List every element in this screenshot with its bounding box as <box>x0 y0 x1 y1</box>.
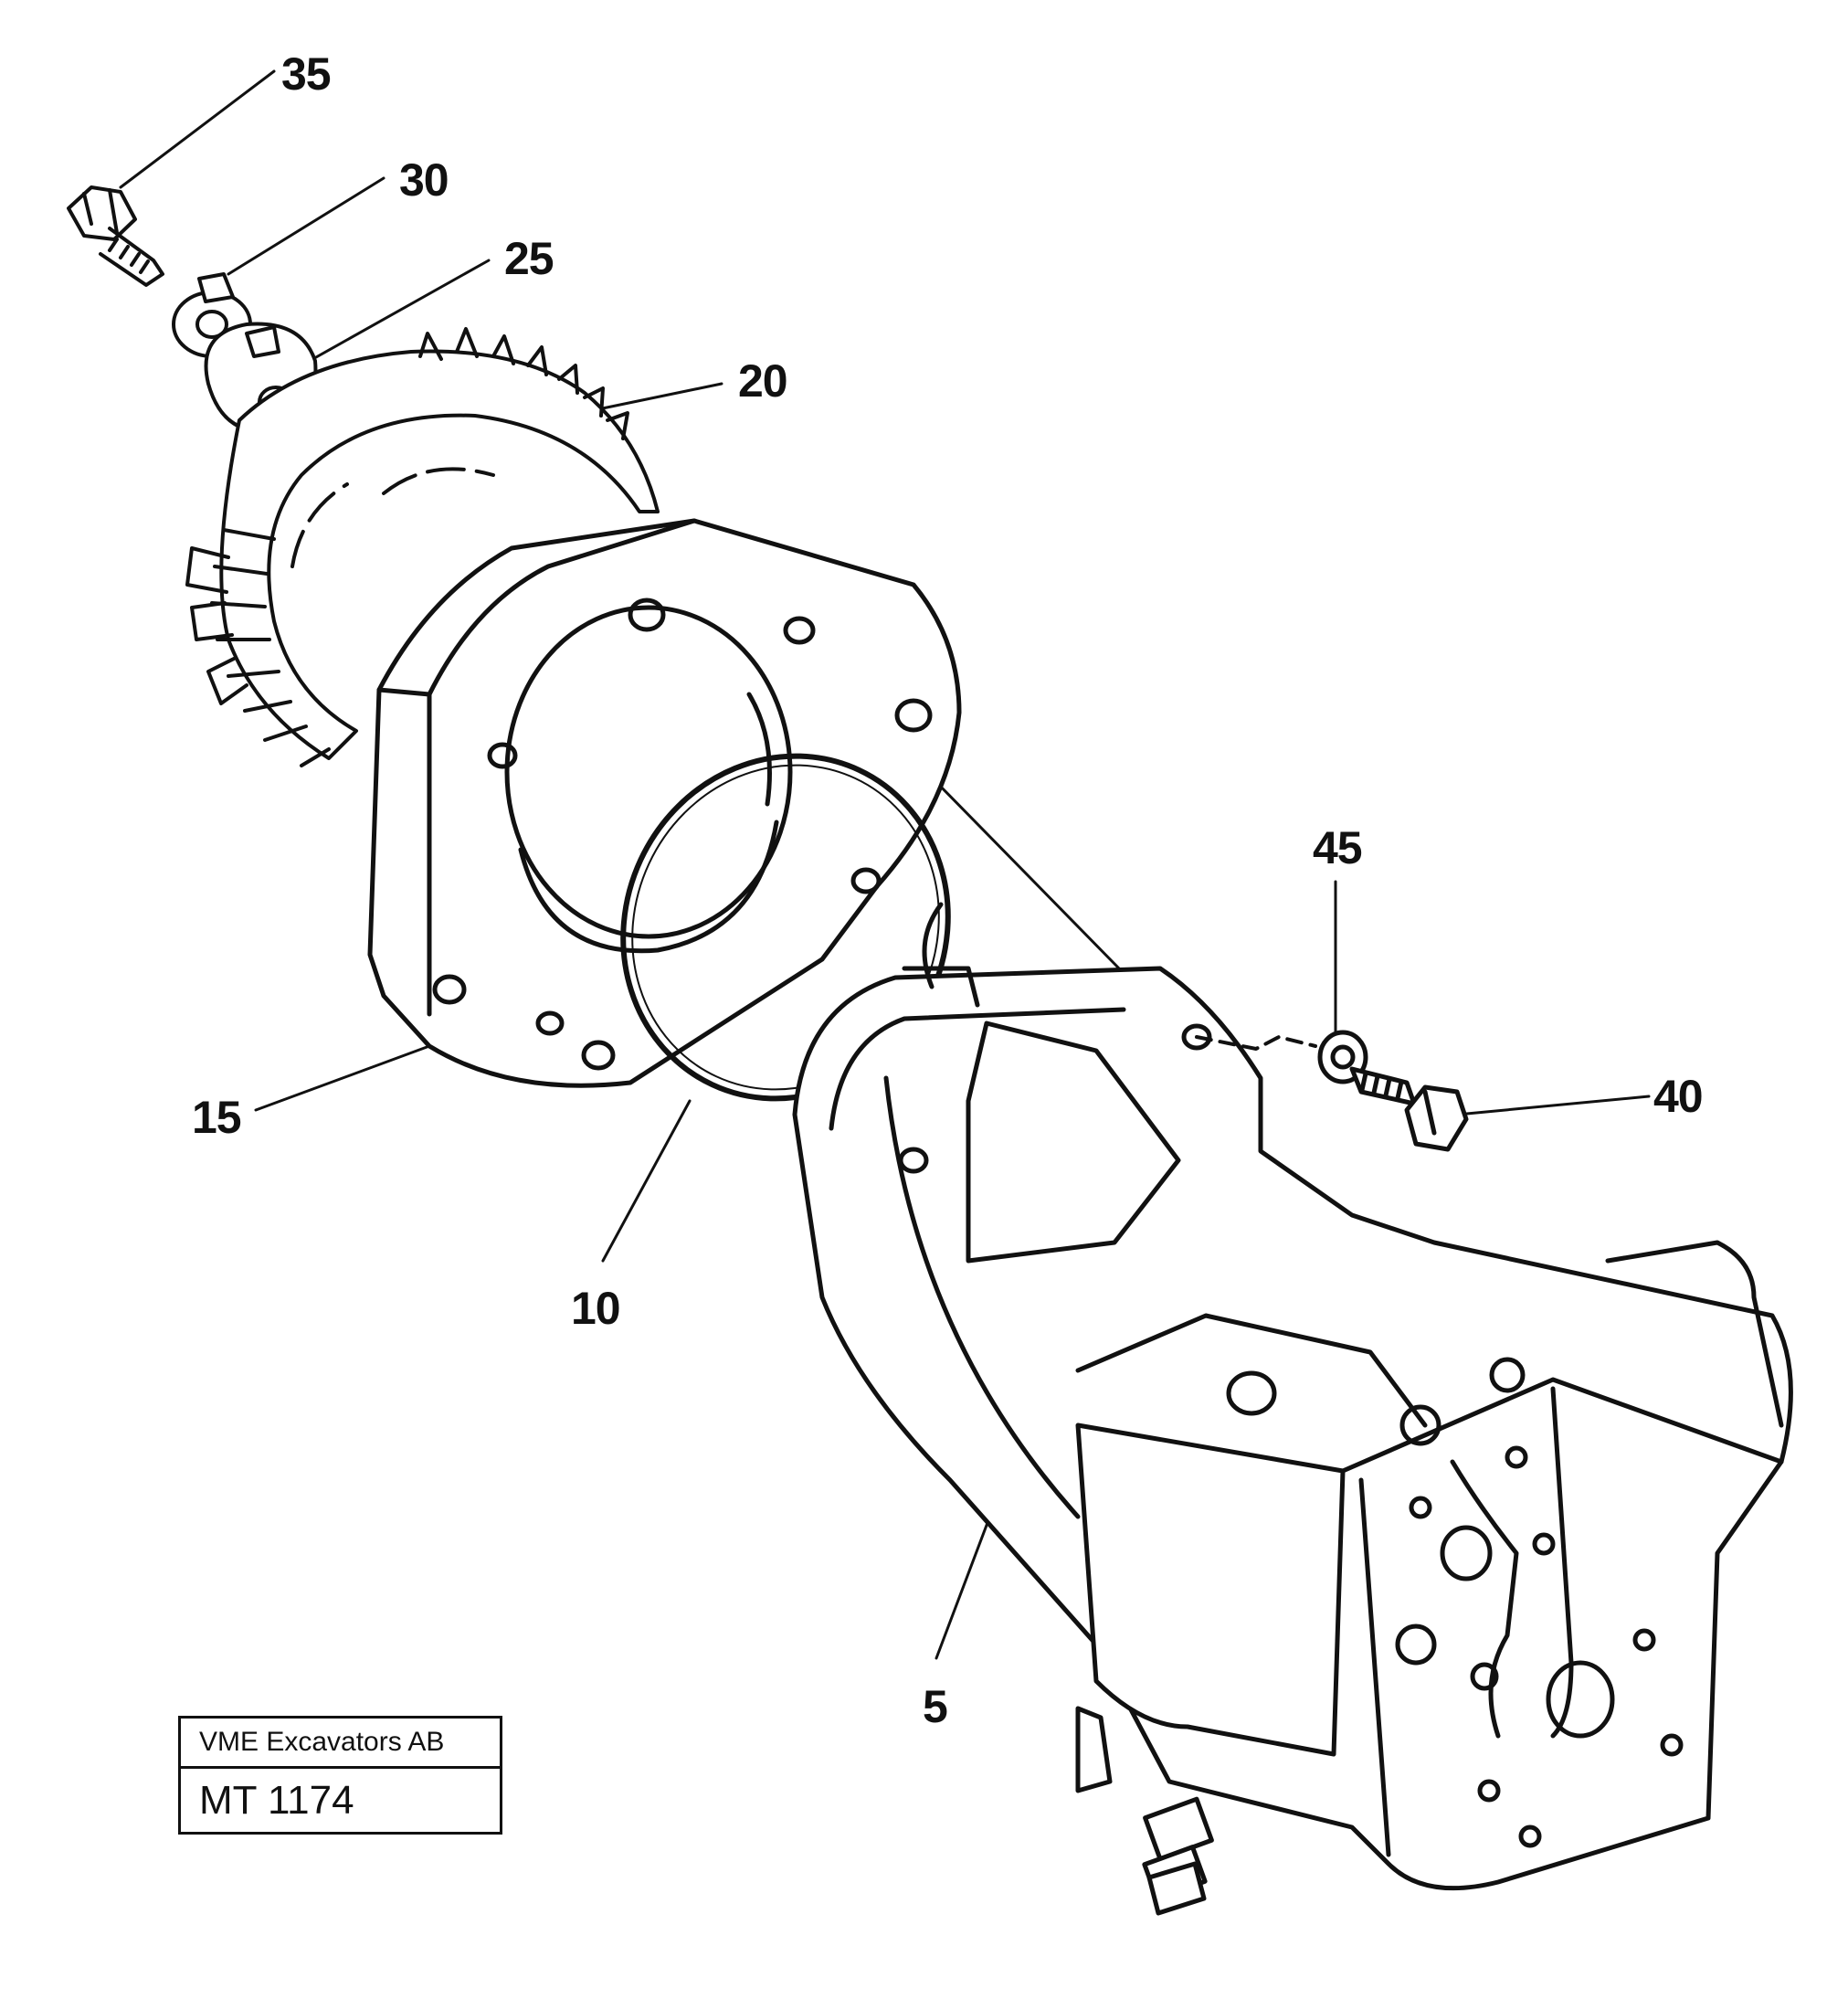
label-20: 20 <box>738 355 788 407</box>
label-10: 10 <box>571 1283 621 1334</box>
bolt-40 <box>1349 1066 1469 1152</box>
leader-25 <box>300 259 491 367</box>
company-name: VME Excavators AB <box>181 1719 500 1769</box>
label-40: 40 <box>1653 1071 1704 1122</box>
label-15: 15 <box>192 1092 242 1143</box>
leader-10 <box>601 1099 692 1263</box>
motor-5 <box>792 902 1793 1916</box>
connector-45-40 <box>1195 1035 1317 1051</box>
label-45: 45 <box>1313 822 1363 873</box>
leader-15 <box>254 1044 431 1112</box>
gear-20 <box>185 327 660 767</box>
leader-35 <box>119 69 276 189</box>
leader-30 <box>227 176 385 276</box>
label-5: 5 <box>923 1681 948 1732</box>
label-25: 25 <box>504 233 554 284</box>
label-30: 30 <box>399 154 449 206</box>
leader-20 <box>587 382 723 413</box>
drawing-number: MT 1174 <box>199 1778 354 1823</box>
bolt-35 <box>67 185 164 287</box>
flange-15 <box>367 518 962 1088</box>
title-block: VME Excavators AB MT 1174 <box>178 1716 502 1835</box>
leader-40 <box>1455 1095 1651 1116</box>
label-35: 35 <box>281 48 332 100</box>
